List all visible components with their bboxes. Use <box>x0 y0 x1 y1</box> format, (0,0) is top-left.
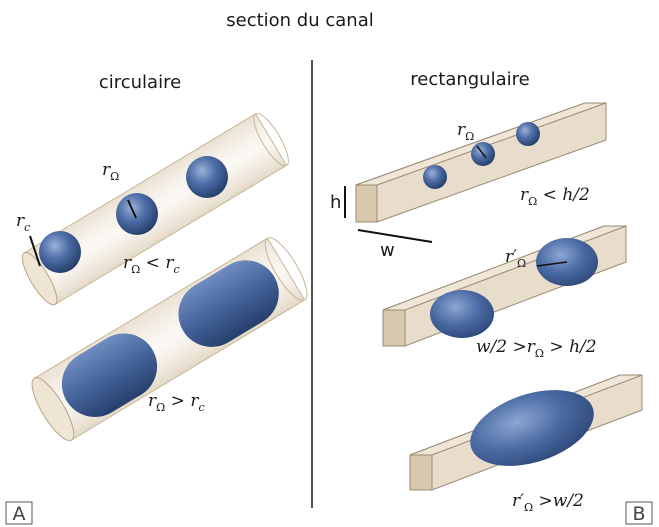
capsule-bubble <box>178 260 279 347</box>
sphere-bubble <box>516 122 540 146</box>
label-r-prime-omega: r′Ω <box>505 247 526 270</box>
flattened-bubble <box>470 390 594 466</box>
condition-w2-gt-r-gt-h2: w/2 >rΩ > h/2 <box>476 337 597 360</box>
sphere-bubble <box>186 156 228 198</box>
heading-rectangulaire: rectangulaire <box>410 69 529 90</box>
radius-marker-omega <box>127 199 137 219</box>
panel-label-box-b <box>625 501 653 525</box>
radius-marker-channel <box>29 235 41 267</box>
label-r-c: rc <box>16 211 30 234</box>
ellipsoid-bubble <box>430 290 494 338</box>
radius-marker-omega-prime <box>536 261 568 267</box>
sphere-bubble <box>423 165 447 189</box>
condition-r-omega-lt-rc: rΩ < rc <box>123 253 180 276</box>
width-marker <box>357 229 433 243</box>
panel-label-a: A <box>13 503 26 525</box>
panel-label-b: B <box>632 503 645 525</box>
sphere-bubble <box>116 193 158 235</box>
figure-title: section du canal <box>226 10 373 31</box>
condition-r-prime-gt-w2: r′Ω >w/2 <box>512 491 584 514</box>
heading-circulaire: circulaire <box>99 72 181 93</box>
capsule-bubble <box>61 333 158 417</box>
label-w: w <box>380 240 395 261</box>
label-r-omega: rΩ <box>102 160 119 183</box>
condition-r-omega-gt-rc: rΩ > rc <box>148 391 205 414</box>
sphere-bubble <box>39 231 81 273</box>
label-h: h <box>330 192 341 213</box>
radius-marker-omega <box>476 145 487 159</box>
panel-label-box-a <box>5 501 33 525</box>
condition-r-omega-lt-h2: rΩ < h/2 <box>520 185 590 208</box>
label-r-omega-rect: rΩ <box>457 120 474 143</box>
rect-channel-medium-bubbles <box>382 225 627 347</box>
circular-tube-large-bubbles <box>31 237 308 442</box>
